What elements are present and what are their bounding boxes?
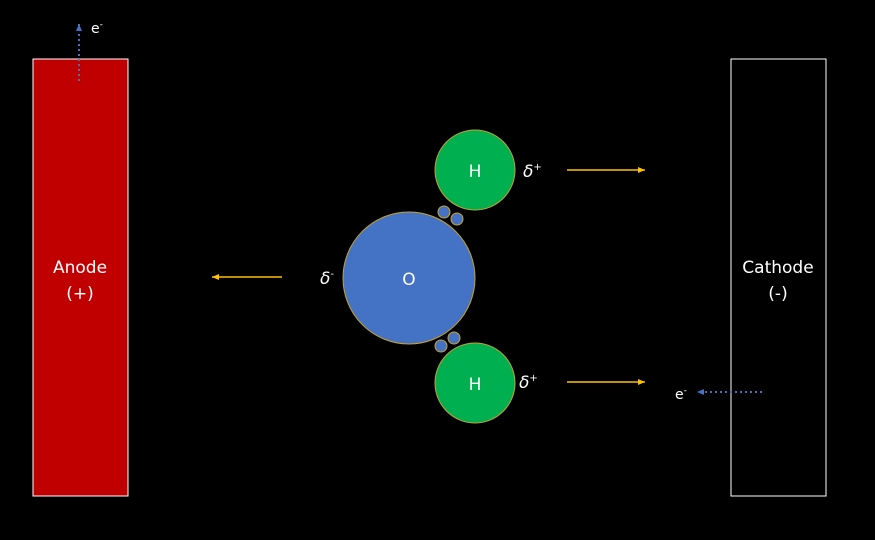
hydrogen-atom-top	[434, 129, 516, 211]
cathode-plate	[730, 58, 827, 497]
hydrogen-top-label: H	[469, 162, 482, 182]
hydrogen-top-partial-charge: δ+	[523, 162, 542, 182]
anode-electrode: Anode (+)	[32, 58, 129, 497]
anode-plate	[32, 58, 129, 497]
anode-electron-label: e-	[91, 20, 103, 37]
cathode-electron-flow: e-	[675, 386, 762, 403]
water-molecule: O δ- H δ+ H δ+	[320, 129, 542, 424]
cathode-sign: (-)	[768, 284, 787, 304]
cathode-label: Cathode	[742, 258, 813, 278]
oxygen-atom	[342, 211, 476, 345]
cathode-electron-label: e-	[675, 386, 687, 403]
anode-label: Anode	[53, 258, 107, 278]
anode-electron-flow: e-	[76, 20, 103, 81]
hydrogen-bottom-label: H	[469, 375, 482, 395]
oxygen-label: O	[402, 270, 415, 290]
cathode-electrode: Cathode (-)	[730, 58, 827, 497]
hydrogen-bottom-partial-charge: δ+	[519, 373, 538, 393]
bond-electron-bottom-2	[447, 331, 461, 345]
bond-electron-bottom-1	[434, 339, 448, 353]
hydrogen-atom-bottom	[434, 342, 516, 424]
bond-electron-top-2	[450, 212, 464, 226]
oxygen-partial-charge: δ-	[320, 269, 334, 289]
anode-sign: (+)	[66, 284, 94, 304]
bond-electron-top-1	[437, 205, 451, 219]
